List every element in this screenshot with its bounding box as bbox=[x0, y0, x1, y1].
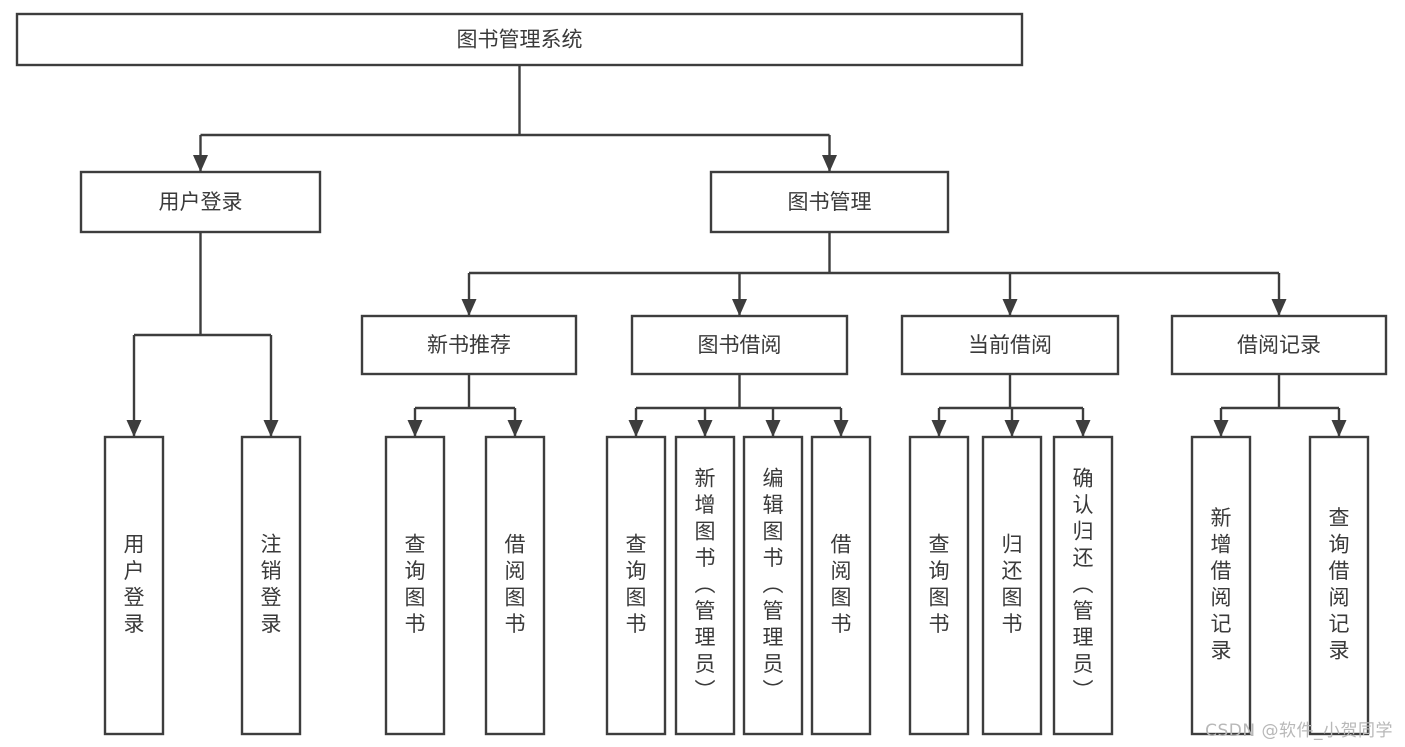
connector-layer bbox=[126, 65, 1347, 437]
arrow-head-icon bbox=[822, 155, 837, 172]
arrow-head-icon bbox=[507, 420, 523, 437]
node-level3-1-label: 图书借阅 bbox=[698, 333, 782, 357]
node-leaf-9[interactable]: 归还图书 bbox=[981, 435, 1043, 736]
node-leaf-12-box[interactable] bbox=[1308, 435, 1370, 736]
node-level3-2-label: 当前借阅 bbox=[968, 333, 1052, 357]
node-root-label: 图书管理系统 bbox=[457, 28, 583, 52]
node-root[interactable]: 图书管理系统 bbox=[15, 12, 1024, 67]
node-level3-3-label: 借阅记录 bbox=[1237, 333, 1321, 357]
node-leaf-2[interactable]: 查询图书 bbox=[384, 435, 446, 736]
node-level2-1-box[interactable] bbox=[709, 170, 950, 234]
node-level3-1[interactable]: 图书借阅 bbox=[630, 314, 849, 376]
node-leaf-3-box[interactable] bbox=[484, 435, 546, 736]
node-level3-0[interactable]: 新书推荐 bbox=[360, 314, 578, 376]
node-leaf-3-label: 借阅图书 bbox=[505, 533, 526, 637]
node-leaf-8-box[interactable] bbox=[908, 435, 970, 736]
node-level3-1-box[interactable] bbox=[630, 314, 849, 376]
node-level2-0-box[interactable] bbox=[79, 170, 322, 234]
arrow-head-icon bbox=[126, 420, 142, 437]
node-root-box[interactable] bbox=[15, 12, 1024, 67]
arrow-head-icon bbox=[1213, 420, 1229, 437]
node-level3-2[interactable]: 当前借阅 bbox=[900, 314, 1120, 376]
node-leaf-0[interactable]: 用户登录 bbox=[103, 435, 165, 736]
node-level2-1-label: 图书管理 bbox=[788, 190, 872, 214]
node-leaf-2-label: 查询图书 bbox=[405, 533, 426, 637]
node-leaf-11-box[interactable] bbox=[1190, 435, 1252, 736]
node-leaf-7-box[interactable] bbox=[810, 435, 872, 736]
node-leaf-1-label: 注销登录 bbox=[261, 533, 282, 637]
node-leaf-7[interactable]: 借阅图书 bbox=[810, 435, 872, 736]
node-leaf-4[interactable]: 查询图书 bbox=[605, 435, 667, 736]
node-leaf-5-label: 新增图书︵管理员︶ bbox=[695, 466, 716, 702]
arrow-head-icon bbox=[1271, 299, 1287, 316]
node-leaf-9-box[interactable] bbox=[981, 435, 1043, 736]
arrow-head-icon bbox=[1004, 420, 1020, 437]
node-level3-0-box[interactable] bbox=[360, 314, 578, 376]
node-leaf-0-label: 用户登录 bbox=[124, 533, 145, 637]
arrow-head-icon bbox=[765, 420, 781, 437]
arrow-head-icon bbox=[263, 420, 279, 437]
arrow-head-icon bbox=[1002, 299, 1018, 316]
node-leaf-4-box[interactable] bbox=[605, 435, 667, 736]
node-leaf-8-label: 查询图书 bbox=[929, 533, 950, 637]
node-leaf-8[interactable]: 查询图书 bbox=[908, 435, 970, 736]
node-leaf-6-box[interactable] bbox=[742, 435, 804, 736]
node-leaf-10-box[interactable] bbox=[1052, 435, 1114, 736]
node-leaf-10-label: 确认归还︵管理员︶ bbox=[1073, 466, 1094, 702]
node-level2-0-label: 用户登录 bbox=[159, 190, 243, 214]
arrow-head-icon bbox=[697, 420, 713, 437]
arrow-head-icon bbox=[732, 299, 747, 316]
node-leaf-11-label: 新增借阅记录 bbox=[1211, 506, 1232, 663]
node-leaf-2-box[interactable] bbox=[384, 435, 446, 736]
csdn-watermark: CSDN @软件_小贺同学 bbox=[1205, 721, 1393, 741]
node-leaf-11[interactable]: 新增借阅记录 bbox=[1190, 435, 1252, 736]
node-leaf-6-label: 编辑图书︵管理员︶ bbox=[763, 466, 784, 702]
arrow-head-icon bbox=[1075, 420, 1091, 437]
node-level2-1[interactable]: 图书管理 bbox=[709, 170, 950, 234]
arrow-head-icon bbox=[461, 299, 477, 316]
node-level2-0[interactable]: 用户登录 bbox=[79, 170, 322, 234]
node-leaf-6[interactable]: 编辑图书︵管理员︶ bbox=[742, 435, 804, 736]
node-leaf-4-label: 查询图书 bbox=[626, 533, 647, 637]
node-layer: 图书管理系统用户登录图书管理新书推荐图书借阅当前借阅借阅记录用户登录注销登录查询… bbox=[15, 12, 1388, 736]
node-level3-3-box[interactable] bbox=[1170, 314, 1388, 376]
node-leaf-7-label: 借阅图书 bbox=[831, 533, 852, 637]
node-leaf-3[interactable]: 借阅图书 bbox=[484, 435, 546, 736]
node-leaf-5[interactable]: 新增图书︵管理员︶ bbox=[674, 435, 736, 736]
arrow-head-icon bbox=[833, 420, 849, 437]
node-leaf-9-label: 归还图书 bbox=[1002, 533, 1023, 637]
node-leaf-1[interactable]: 注销登录 bbox=[240, 435, 302, 736]
node-leaf-5-box[interactable] bbox=[674, 435, 736, 736]
node-leaf-0-box[interactable] bbox=[103, 435, 165, 736]
arrow-head-icon bbox=[628, 420, 644, 437]
node-leaf-12-label: 查询借阅记录 bbox=[1329, 506, 1350, 663]
node-leaf-12[interactable]: 查询借阅记录 bbox=[1308, 435, 1370, 736]
node-level3-2-box[interactable] bbox=[900, 314, 1120, 376]
arrow-head-icon bbox=[1331, 420, 1347, 437]
node-level3-0-label: 新书推荐 bbox=[427, 333, 511, 357]
node-leaf-1-box[interactable] bbox=[240, 435, 302, 736]
node-leaf-10[interactable]: 确认归还︵管理员︶ bbox=[1052, 435, 1114, 736]
node-level3-3[interactable]: 借阅记录 bbox=[1170, 314, 1388, 376]
arrow-head-icon bbox=[931, 420, 947, 437]
arrow-head-icon bbox=[193, 155, 208, 172]
arrow-head-icon bbox=[407, 420, 423, 437]
